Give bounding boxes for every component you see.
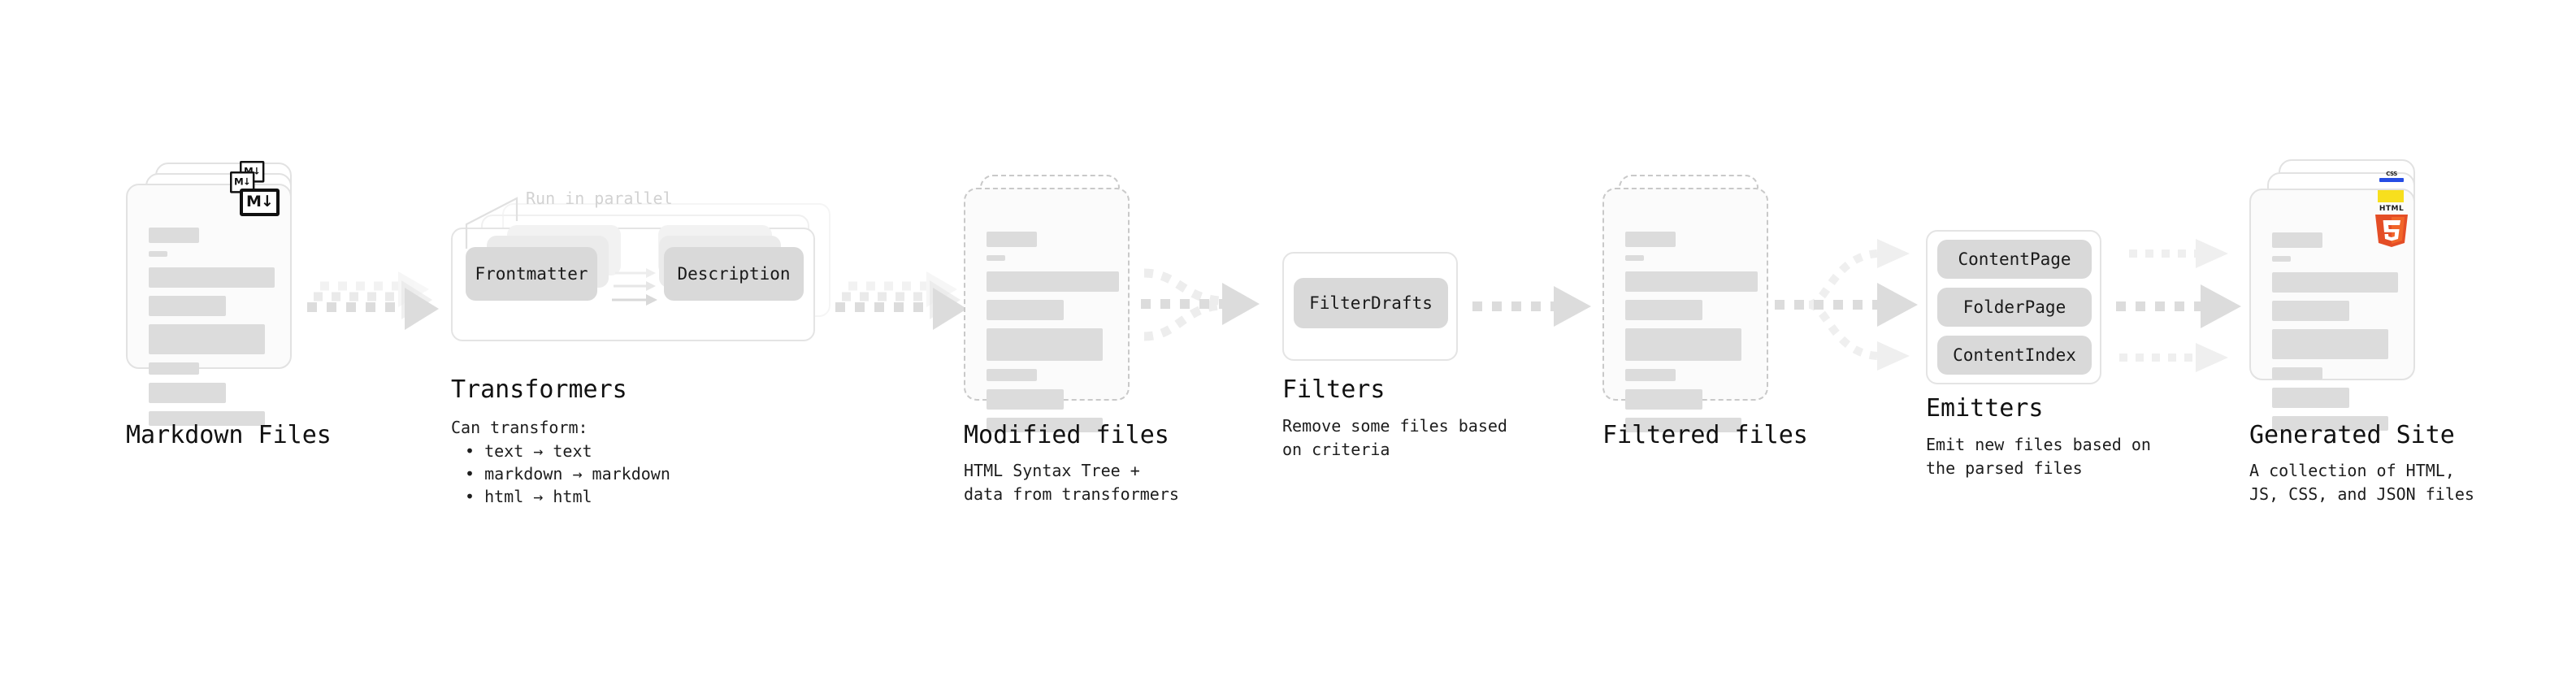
stage-title-markdown-files: Markdown Files [126, 421, 332, 449]
doc-line [2272, 388, 2349, 408]
transformers-bullet-1: • markdown → markdown [465, 464, 670, 484]
doc-line [987, 271, 1119, 292]
css3-badge: CSS [2379, 171, 2404, 182]
transformers-bullet-0: • text → text [465, 441, 592, 461]
connector-emitters-to-site [2116, 239, 2241, 372]
stage-title-modified-files: Modified files [964, 421, 1169, 449]
doc-line [149, 362, 199, 375]
stage-modified-files [964, 175, 1143, 432]
doc-content-lines [2272, 232, 2398, 439]
doc-line [149, 296, 226, 316]
doc-line [1625, 300, 1702, 320]
stage-title-generated-site: Generated Site [2249, 421, 2455, 449]
doc-line [2272, 232, 2322, 248]
doc-line [1625, 232, 1676, 247]
doc-line [1625, 389, 1702, 410]
chip-frontmatter[interactable]: Frontmatter [466, 247, 597, 301]
doc-line [987, 255, 1005, 261]
doc-line [987, 232, 1037, 247]
doc-line [2272, 272, 2398, 293]
stage-subtitle-filters: Remove some files based on criteria [1282, 416, 1507, 459]
doc-line [1625, 369, 1676, 381]
connector-modified-to-filters [1141, 268, 1260, 341]
stage-title-filtered-files: Filtered files [1602, 421, 1808, 449]
run-in-parallel-label: Run in parallel [526, 189, 673, 208]
doc-line [987, 300, 1064, 320]
doc-line [2272, 256, 2291, 262]
connector-filters-to-filtered [1472, 286, 1591, 327]
stage-subtitle-emitters: Emit new files based on the parsed files [1926, 435, 2151, 478]
doc-content-lines [1625, 232, 1758, 440]
doc-line [2272, 367, 2322, 380]
doc-line [149, 228, 199, 243]
doc-line [1625, 255, 1644, 261]
javascript-badge [2378, 190, 2404, 202]
svg-text:HTML: HTML [2379, 205, 2404, 213]
doc-line [1625, 418, 1741, 432]
chip-filterdrafts[interactable]: FilterDrafts [1294, 278, 1448, 328]
stage-title-filters: Filters [1282, 375, 1386, 404]
chip-contentindex[interactable]: ContentIndex [1937, 336, 2092, 375]
stage-filters: FilterDrafts [1282, 252, 1458, 361]
stage-markdown-files: M↓ M↓ M↓ [126, 161, 305, 426]
markdown-badge: M↓ [240, 189, 280, 216]
doc-line [987, 369, 1037, 381]
doc-content-lines [987, 232, 1119, 440]
stage-subtitle-generated-site: A collection of HTML, JS, CSS, and JSON … [2249, 461, 2474, 504]
doc-sheet-front [126, 184, 292, 426]
transformers-bullets-heading: Can transform: [451, 418, 588, 437]
transformers-bullet-2: • html → html [465, 487, 592, 506]
stage-generated-site: CSS HTML [2249, 159, 2436, 431]
doc-line [987, 389, 1064, 410]
stage-filtered-files [1602, 175, 1781, 432]
html5-badge: HTML [2373, 202, 2410, 249]
doc-sheet-front [1602, 188, 1768, 432]
doc-line [987, 418, 1103, 432]
doc-sheet-front [964, 188, 1130, 432]
doc-line [1625, 328, 1741, 361]
stage-transformers: Run in parallel Frontmatter Description [451, 189, 833, 375]
chip-contentpage[interactable]: ContentPage [1937, 240, 2092, 279]
doc-line [149, 267, 275, 288]
css3-badge-label: CSS [2386, 171, 2397, 177]
doc-content-lines [149, 228, 275, 434]
doc-line [149, 324, 265, 354]
chip-folderpage[interactable]: FolderPage [1937, 288, 2092, 327]
doc-line [149, 251, 167, 257]
stage-title-transformers: Transformers [451, 375, 627, 404]
stage-emitters: ContentPage FolderPage ContentIndex [1926, 230, 2101, 384]
connector-filtered-to-emitters [1775, 239, 1918, 371]
doc-line [2272, 301, 2349, 321]
doc-line [149, 383, 226, 403]
stage-title-emitters: Emitters [1926, 394, 2044, 423]
doc-line [987, 328, 1103, 361]
doc-line [1625, 271, 1758, 292]
doc-line [2272, 416, 2388, 431]
doc-line [149, 411, 265, 426]
chip-description[interactable]: Description [664, 247, 804, 301]
connector-md-to-transformers [307, 271, 439, 330]
doc-line [2272, 329, 2388, 359]
stage-subtitle-modified-files: HTML Syntax Tree + data from transformer… [964, 461, 1179, 504]
